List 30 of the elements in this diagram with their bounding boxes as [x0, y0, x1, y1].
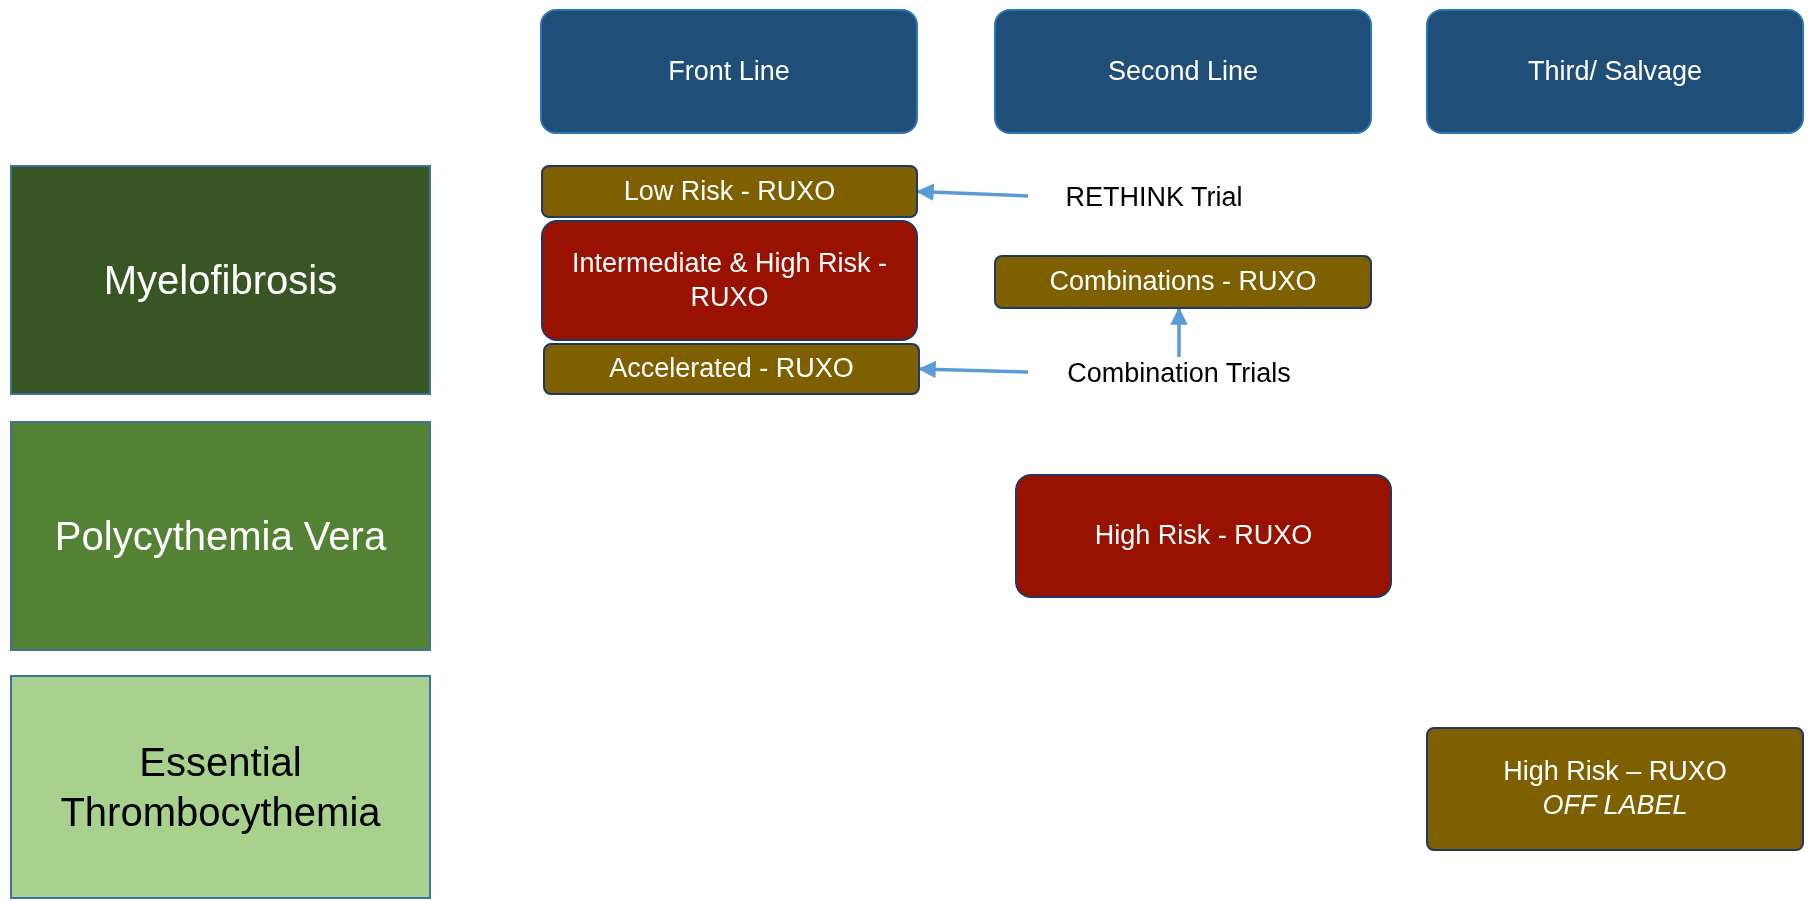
trial-label: RETHINK Trial: [1065, 181, 1243, 214]
treatment-box: [541, 220, 918, 341]
treatment-box: [1426, 727, 1804, 851]
box-text: High Risk – RUXO: [1503, 755, 1727, 789]
arrow: [918, 360, 1029, 379]
treatment-box: [541, 165, 918, 218]
treatment-box: [994, 255, 1372, 309]
box-text: Combinations - RUXO: [1049, 265, 1317, 299]
trial-label: Combination Trials: [1067, 357, 1291, 390]
treatment-box: [1015, 474, 1392, 598]
column-header: [994, 9, 1372, 134]
box-text: Low Risk - RUXO: [623, 174, 836, 208]
box-text: Essential Thrombocythemia: [59, 739, 382, 836]
box-text: Accelerated - RUXO: [609, 352, 854, 386]
row-header: [10, 165, 431, 395]
note-text: OFF LABEL: [1542, 789, 1688, 822]
box-text: Intermediate & High Risk - RUXO: [570, 246, 889, 314]
arrow: [916, 183, 1029, 201]
treatment-box: [543, 343, 920, 395]
column-header: [1426, 9, 1804, 134]
arrow: [1170, 307, 1188, 357]
box-text: High Risk - RUXO: [1094, 519, 1313, 553]
row-header: [10, 675, 431, 899]
box-text: Third/ Salvage: [1527, 55, 1703, 89]
box-text: Second Line: [1107, 55, 1259, 89]
box-text: Myelofibrosis: [103, 257, 338, 304]
column-header: [540, 9, 918, 134]
box-text: Polycythemia Vera: [54, 513, 387, 560]
row-header: [10, 421, 431, 651]
box-text: Front Line: [668, 55, 790, 89]
